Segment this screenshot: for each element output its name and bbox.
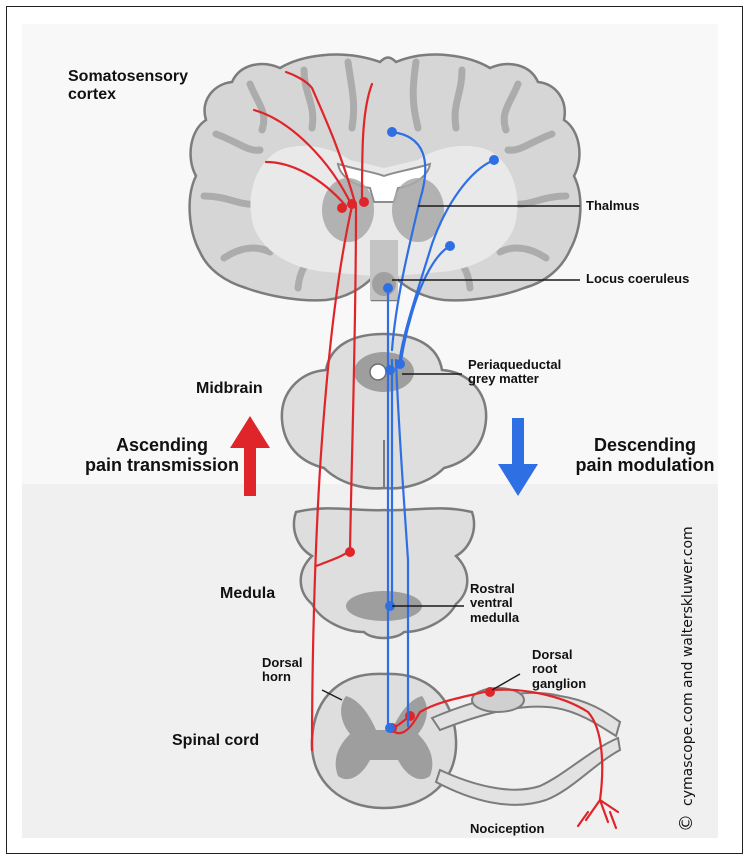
dorsal-horn-label-line2: horn <box>262 670 302 684</box>
ventral-root <box>436 738 620 805</box>
credit-text: © cymascope.com and walterskluwer.com <box>676 526 697 832</box>
drg-label-line2: root <box>532 662 586 676</box>
cerebral-aqueduct <box>370 364 386 380</box>
nociception-label: Nociception <box>470 822 544 836</box>
drg-label-line3: ganglion <box>532 677 586 691</box>
rvm-label-line1: Rostral <box>470 582 519 596</box>
medula-label: Medula <box>220 585 275 603</box>
dorsal-root <box>432 693 620 736</box>
locus-coeruleus-nucleus <box>372 272 396 296</box>
descending-label-line1: Descending <box>550 436 740 456</box>
ascending-label-line2: pain transmission <box>64 456 260 476</box>
somatosensory-label: Somatosensory cortex <box>68 68 188 103</box>
drg-label-line1: Dorsal <box>532 648 586 662</box>
descending-label-line2: pain modulation <box>550 456 740 476</box>
medulla-section <box>294 508 474 638</box>
midbrain-label: Midbrain <box>196 380 263 398</box>
spinal-cord-label: Spinal cord <box>172 732 259 750</box>
ascending-label: Ascending pain transmission <box>64 436 260 476</box>
ascending-label-line1: Ascending <box>64 436 260 456</box>
periaqueductal-label-line2: grey matter <box>468 372 561 386</box>
midbrain-section <box>282 334 486 488</box>
drg-label: Dorsal root ganglion <box>532 648 586 691</box>
credit-label: cymascope.com and walterskluwer.com <box>680 526 696 806</box>
brain-section <box>190 55 581 301</box>
rvm-label-line3: medulla <box>470 611 519 625</box>
drg-body <box>472 688 524 712</box>
somatosensory-label-line2: cortex <box>68 86 188 104</box>
dorsal-horn-label-line1: Dorsal <box>262 656 302 670</box>
descending-arrow <box>498 418 538 496</box>
somatosensory-label-line1: Somatosensory <box>68 68 188 86</box>
dorsal-horn-label: Dorsal horn <box>262 656 302 685</box>
descending-label: Descending pain modulation <box>550 436 740 476</box>
periaqueductal-label: Periaqueductal grey matter <box>468 358 561 387</box>
copyright-icon: © <box>676 814 697 832</box>
rvm-label: Rostral ventral medulla <box>470 582 519 625</box>
rvm-label-line2: ventral <box>470 596 519 610</box>
thalamus-left <box>322 178 374 242</box>
thalmus-label: Thalmus <box>586 199 639 213</box>
periaqueductal-label-line1: Periaqueductal <box>468 358 561 372</box>
locus-coeruleus-label: Locus coeruleus <box>586 272 689 286</box>
spinal-cord-section <box>312 674 620 808</box>
